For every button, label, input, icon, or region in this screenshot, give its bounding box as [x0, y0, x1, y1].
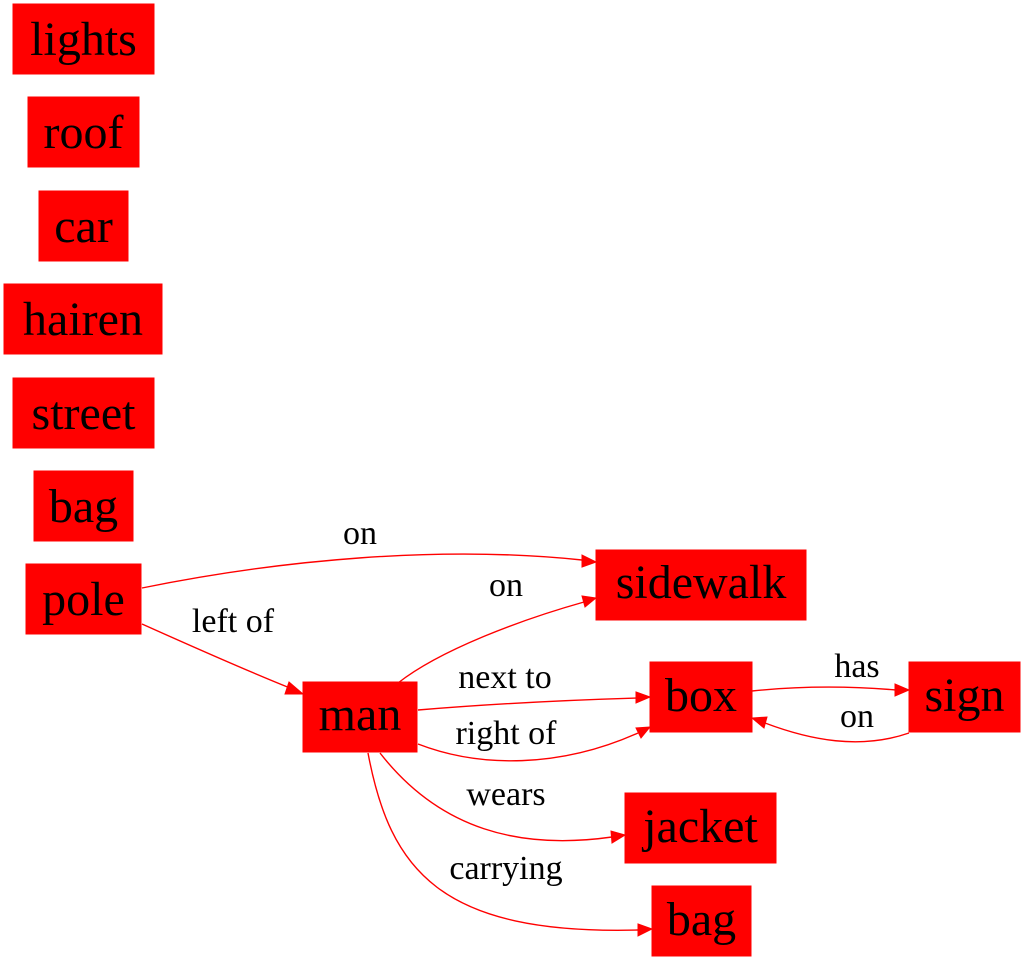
edge-man-wears-jacket: wears — [379, 752, 627, 844]
edge-box-has-sign: has — [751, 648, 911, 697]
edge-pole-on-sidewalk: on — [141, 515, 598, 589]
node-label: pole — [42, 573, 125, 626]
node-car: car — [38, 190, 129, 262]
node-label: man — [319, 688, 402, 741]
node-hairen: hairen — [3, 283, 163, 355]
node-man: man — [302, 681, 418, 753]
edge-label: wears — [466, 776, 545, 813]
node-bag-2: bag — [651, 885, 752, 957]
node-label: lights — [30, 13, 137, 66]
node-label: sign — [924, 669, 1004, 722]
node-jacket: jacket — [624, 792, 777, 864]
node-sidewalk: sidewalk — [595, 549, 807, 621]
node-label: bag — [667, 893, 736, 946]
edge-man-next-to-box: next to — [417, 659, 652, 711]
node-box: box — [649, 661, 753, 733]
node-sign: sign — [908, 661, 1021, 733]
node-label: street — [32, 387, 137, 440]
node-label: jacket — [641, 800, 758, 853]
edge-label: on — [343, 515, 377, 552]
node-bag: bag — [33, 470, 134, 542]
node-label: sidewalk — [616, 556, 787, 609]
edge-man-carrying-bag: carrying — [367, 752, 654, 937]
edge-label: next to — [458, 659, 551, 696]
node-pole: pole — [25, 563, 142, 635]
edge-label: carrying — [449, 850, 562, 887]
node-street: street — [12, 377, 155, 449]
node-label: box — [665, 669, 737, 722]
edge-label: on — [489, 567, 523, 604]
edge-label: right of — [455, 715, 557, 752]
node-label: bag — [49, 480, 118, 533]
edge-man-on-sidewalk: on — [397, 567, 598, 684]
node-label: roof — [44, 106, 124, 159]
edge-label: on — [840, 698, 874, 735]
edge-sign-on-box: on — [750, 698, 910, 743]
node-label: hairen — [23, 293, 143, 346]
edge-label: left of — [192, 603, 275, 640]
node-roof: roof — [27, 96, 140, 168]
edge-label: has — [834, 648, 879, 685]
node-label: car — [54, 200, 113, 253]
edge-man-right-of-box: right of — [417, 715, 652, 762]
node-lights: lights — [12, 3, 155, 75]
edge-pole-left-of-man: left of — [141, 603, 305, 695]
